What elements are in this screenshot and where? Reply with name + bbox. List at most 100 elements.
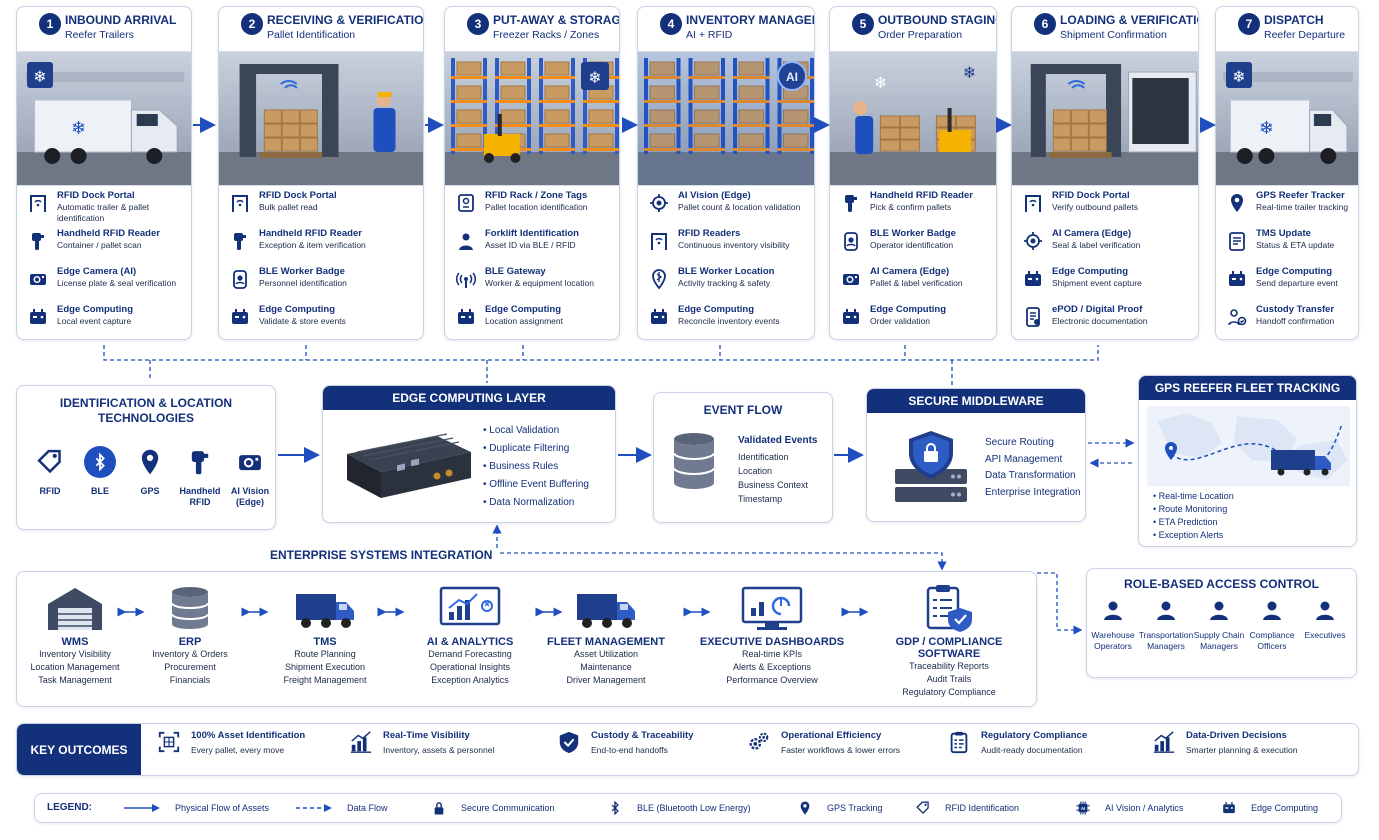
stage-subtitle: Pallet Identification xyxy=(267,29,356,41)
tech-item-title: GPS Reefer Tracker xyxy=(1256,190,1345,201)
solid-arrow-icon xyxy=(124,804,160,812)
tech-item-title: Handheld RFID Reader xyxy=(870,190,973,201)
tech-item-title: Forklift Identification xyxy=(485,228,579,239)
outcome-desc: End-to-end handoffs xyxy=(591,745,668,755)
enterprise-system-feature: Inventory & Orders xyxy=(152,649,228,659)
tech-item-title: Edge Computing xyxy=(870,304,946,315)
id-tech-title: IDENTIFICATION & LOCATION TECHNOLOGIES xyxy=(59,396,233,425)
tech-item-desc: Asset ID via BLE / RFID xyxy=(485,240,576,250)
outcome-desc: Smarter planning & execution xyxy=(1186,745,1298,755)
legend-label: Secure Communication xyxy=(461,803,555,813)
stage-subtitle: Reefer Departure xyxy=(1264,29,1346,41)
tech-item-desc: Automatic trailer & pallet identificatio… xyxy=(57,202,150,223)
gps-pin-icon xyxy=(797,800,813,816)
tech-item-desc: Bulk pallet read xyxy=(259,202,318,212)
stage-number-badge: 3 xyxy=(467,13,489,35)
tech-item-title: Edge Computing xyxy=(678,304,754,315)
tech-item-title: RFID Readers xyxy=(678,228,741,239)
person-icon xyxy=(1263,601,1281,620)
tech-item-desc: Activity tracking & safety xyxy=(678,278,771,288)
stage-photo: ❄❄ xyxy=(17,51,191,186)
legend-item: Data Flow xyxy=(295,794,388,822)
tech-label: Handheld RFID xyxy=(179,486,221,507)
database-icon xyxy=(171,587,209,629)
legend-item: RFID Identification xyxy=(915,794,1019,822)
edge-layer-bullets: Local ValidationDuplicate FilteringBusin… xyxy=(483,422,589,512)
event-attribute: Timestamp xyxy=(738,494,783,504)
enterprise-system-feature: Real-time KPIs xyxy=(741,649,803,659)
outcome-title: Regulatory Compliance xyxy=(981,730,1088,741)
enterprise-system-title: GDP / COMPLIANCE SOFTWARE xyxy=(895,636,1003,660)
legend-item: BLE (Bluetooth Low Energy) xyxy=(607,794,751,822)
tech-label: GPS xyxy=(140,486,160,496)
svg-text:❄: ❄ xyxy=(33,67,46,86)
tech-item-title: BLE Gateway xyxy=(485,266,546,277)
tech-item-title: AI Vision (Edge) xyxy=(678,190,751,201)
edge-bullet: Offline Event Buffering xyxy=(483,476,589,494)
outcome-desc: Inventory, assets & personnel xyxy=(383,745,495,755)
decisions-chart-icon xyxy=(1153,731,1175,753)
tech-rfid: RFID xyxy=(25,444,75,497)
event-attribute: Identification xyxy=(738,452,789,462)
role-name-line2: Operators xyxy=(1094,641,1132,651)
dashboard-icon xyxy=(741,586,803,630)
stage-scene-illustration: ❄❄ xyxy=(17,52,191,185)
tech-gps: GPS xyxy=(125,444,175,497)
enterprise-system-feature: Shipment Execution xyxy=(284,662,366,672)
stage-title: PUT-AWAY & STORAGE xyxy=(493,13,620,27)
enterprise-system-feature: Driver Management xyxy=(566,675,646,685)
stage-photo: ❄❄ xyxy=(1216,51,1358,186)
legend-label: LEGEND: xyxy=(47,802,92,813)
stage-title: DISPATCH xyxy=(1264,13,1324,27)
enterprise-system-feature: Route Planning xyxy=(294,649,356,659)
stage-title: INBOUND ARRIVAL xyxy=(65,13,177,27)
edge-bullet: Business Rules xyxy=(483,458,589,476)
enterprise-system-feature: Performance Overview xyxy=(726,675,818,685)
gears-icon xyxy=(749,732,769,750)
enterprise-system-feature: Alerts & Exceptions xyxy=(732,662,812,672)
tech-item-title: Handheld RFID Reader xyxy=(57,228,160,239)
bullet-dot: • xyxy=(1153,491,1159,501)
validated-events-heading: Validated Events xyxy=(738,435,818,446)
gps-fleet-tracking-panel: GPS REEFER FLEET TRACKING • Real-time Lo… xyxy=(1138,375,1357,547)
tech-item-title: Edge Computing xyxy=(57,304,133,315)
tech-item-desc: Worker & equipment location xyxy=(485,278,594,288)
stage-tech-item: Edge Camera (AI)License plate & seal ver… xyxy=(27,266,185,304)
tech-item-title: AI Camera (Edge) xyxy=(1052,228,1132,239)
event-attribute: Business Context xyxy=(738,480,809,490)
stage-tech-item: AI Vision (Edge)Pallet count & location … xyxy=(648,190,808,228)
legend-label: AI Vision / Analytics xyxy=(1105,803,1184,813)
stage-tech-item: AI Camera (Edge)Seal & label verificatio… xyxy=(1022,228,1192,266)
tech-item-desc: Status & ETA update xyxy=(1256,240,1335,250)
tech-item-desc: Real-time trailer tracking xyxy=(1256,202,1349,212)
stage-subtitle: Reefer Trailers xyxy=(65,29,134,41)
tech-item-desc: Seal & label verification xyxy=(1052,240,1141,250)
outcome-desc: Faster workflows & lower errors xyxy=(781,745,901,755)
enterprise-system-title: EXECUTIVE DASHBOARDS xyxy=(699,636,845,648)
stage-photo: ❄❄ xyxy=(830,51,996,186)
stage-title: OUTBOUND STAGING xyxy=(878,13,997,27)
person-icon xyxy=(1316,601,1334,620)
